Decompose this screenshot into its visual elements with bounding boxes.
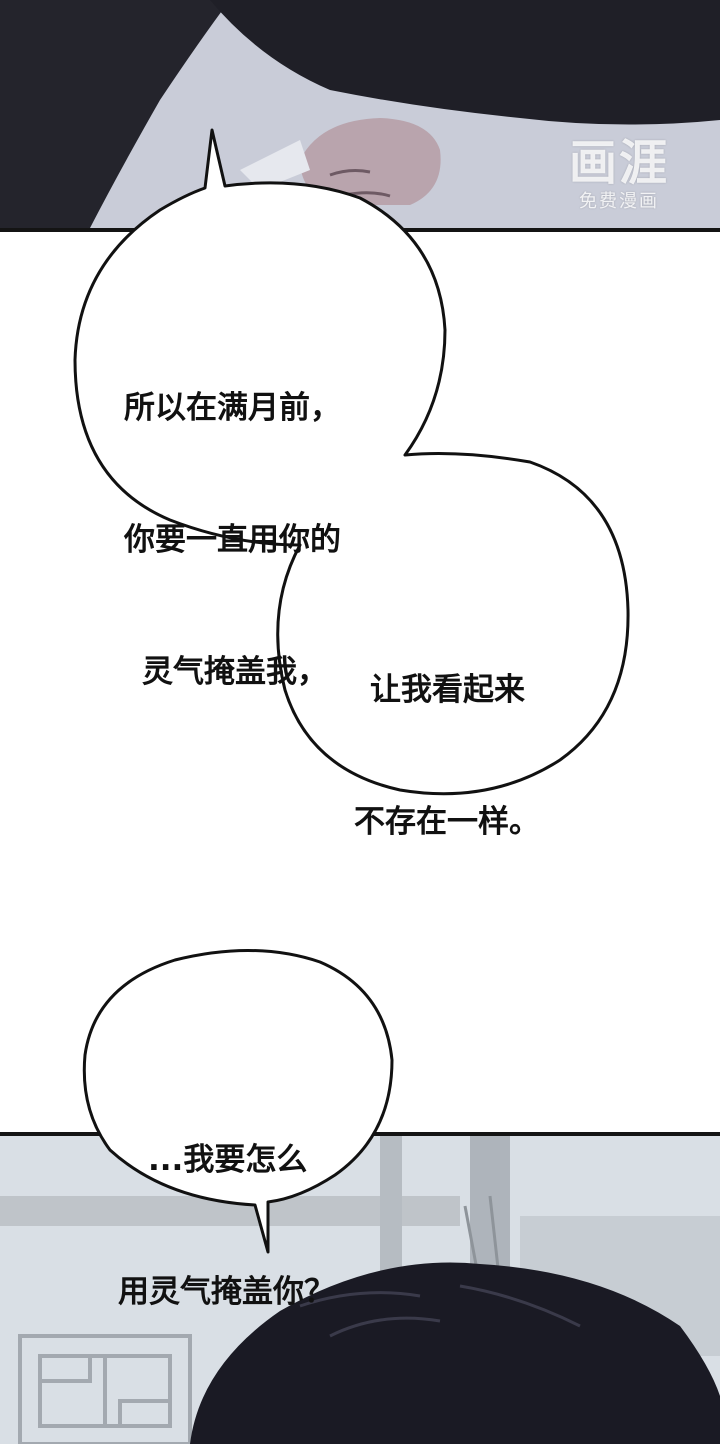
bottom-panel-artwork <box>0 1136 720 1444</box>
bubble-2-line-1: 让我看起来 <box>370 672 525 708</box>
bubble-3-text: ...我要怎么 用灵气掩盖你？ <box>118 1050 335 1358</box>
dark-robe-right <box>210 0 720 125</box>
character-hair <box>190 1262 720 1444</box>
watermark-subtitle: 免费漫画 <box>579 191 659 212</box>
bubble-1-line-3: 灵气掩盖我， <box>142 654 328 690</box>
dark-robe-left <box>0 0 230 228</box>
hand-shape <box>300 118 441 205</box>
bubble-3-line-1: ...我要怎么 <box>148 1142 308 1178</box>
lattice-window <box>18 1334 192 1444</box>
bubble-1-line-2: 你要一直用你的 <box>124 522 341 558</box>
speech-bubble-2 <box>82 948 394 1254</box>
bubble-2-text: 让我看起来 不存在一样。 <box>354 580 540 888</box>
bubble-1-line-1: 所以在满月前， <box>124 390 341 426</box>
watermark: 画涯 免费漫画 <box>554 136 684 214</box>
speech-bubble-1 <box>73 128 630 796</box>
top-comic-panel: 画涯 免费漫画 <box>0 0 720 232</box>
bottom-comic-panel <box>0 1132 720 1444</box>
watermark-logo: 画涯 <box>568 135 669 191</box>
sleeve-cuff <box>240 140 310 190</box>
hair-highlights <box>299 1284 581 1338</box>
top-panel-artwork <box>0 0 720 228</box>
bubble-3-line-2: 用灵气掩盖你？ <box>118 1274 335 1310</box>
bubble-1-text: 所以在满月前， 你要一直用你的 灵气掩盖我， <box>124 298 341 738</box>
bubble-2-line-2: 不存在一样。 <box>354 804 540 840</box>
